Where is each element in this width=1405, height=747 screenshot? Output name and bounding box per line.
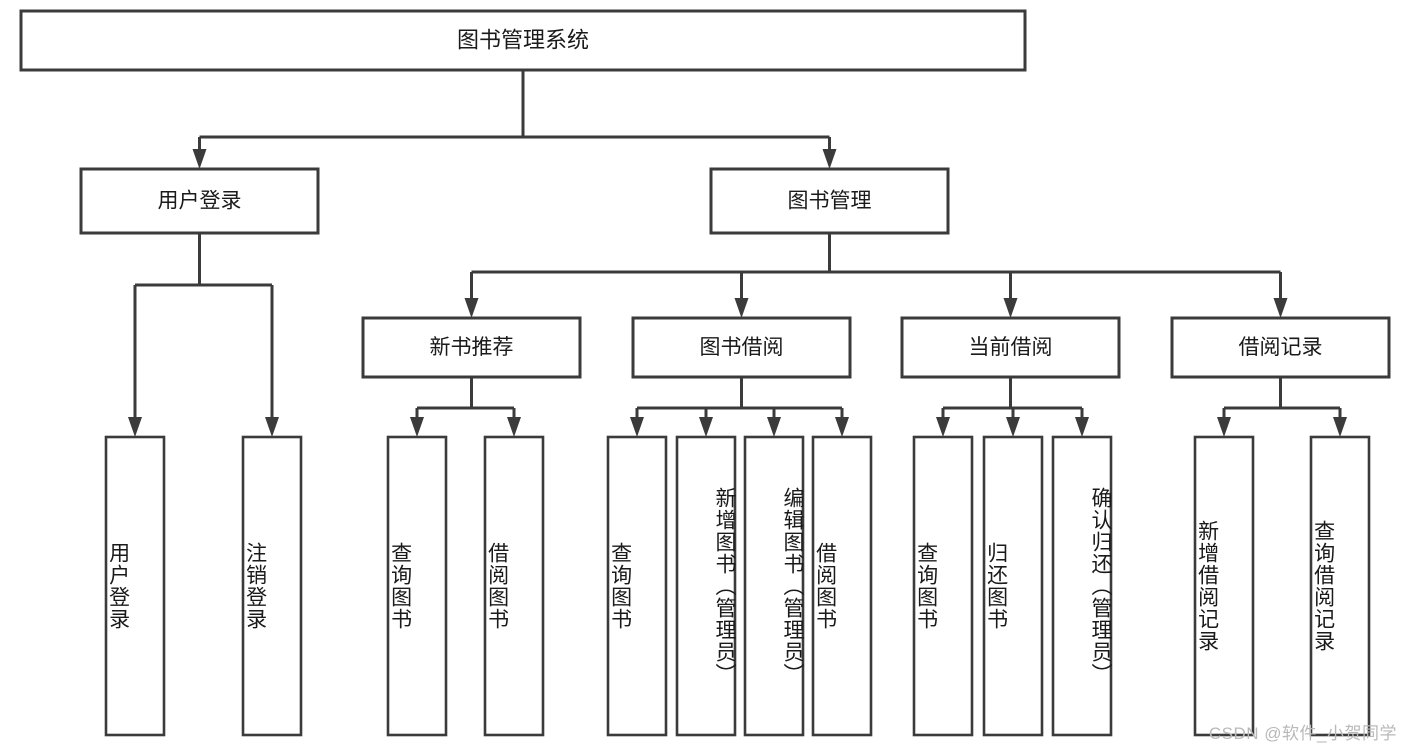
arrow-head-icon (1075, 417, 1089, 437)
node-box-layer (19, 9, 1391, 737)
node-root-图书管理系统[interactable] (19, 9, 1027, 72)
leaf-node-查询借阅记录[interactable] (1309, 435, 1371, 737)
arrow-head-icon (767, 417, 781, 437)
leaf-node-查询图书[interactable] (912, 435, 974, 737)
arrow-head-icon (464, 298, 479, 318)
node-l1-图书管理[interactable] (709, 167, 950, 235)
arrow-head-icon (936, 417, 950, 437)
arrow-head-icon (128, 417, 142, 437)
watermark-text: CSDN @软件_小贺同学 (1208, 724, 1397, 743)
node-l2-借阅记录[interactable] (1170, 316, 1391, 379)
node-l2-label-新书推荐: 新书推荐 (430, 336, 514, 359)
arrow-head-icon (1003, 298, 1018, 318)
node-l2-label-图书借阅: 图书借阅 (700, 336, 784, 359)
leaf-node-新增借阅记录[interactable] (1193, 435, 1255, 737)
arrow-head-icon (507, 417, 521, 437)
leaf-node-注销登录[interactable] (241, 435, 303, 737)
node-l1-用户登录[interactable] (79, 167, 320, 235)
node-l2-当前借阅[interactable] (900, 316, 1121, 379)
node-root-label: 图书管理系统 (457, 27, 589, 52)
leaf-node-归还图书[interactable] (982, 435, 1044, 737)
leaf-node-查询图书[interactable] (606, 435, 668, 737)
arrow-head-icon (630, 417, 644, 437)
arrow-head-icon (1217, 417, 1231, 437)
arrow-head-icon (1273, 298, 1288, 318)
node-l2-图书借阅[interactable] (631, 316, 852, 379)
arrow-head-icon (1006, 417, 1020, 437)
arrow-head-icon (192, 149, 207, 169)
arrow-head-icon (1333, 417, 1347, 437)
arrow-head-icon (265, 417, 279, 437)
leaf-node-编辑图书管理员[interactable] (743, 435, 805, 737)
leaf-node-用户登录[interactable] (104, 435, 166, 737)
leaf-node-确认归还管理员[interactable] (1051, 435, 1113, 737)
leaf-node-查询图书[interactable] (386, 435, 448, 737)
node-l2-label-借阅记录: 借阅记录 (1239, 336, 1323, 359)
node-l2-label-当前借阅: 当前借阅 (969, 336, 1053, 359)
leaf-node-借阅图书[interactable] (483, 435, 545, 737)
leaf-node-借阅图书[interactable] (811, 435, 873, 737)
node-l2-新书推荐[interactable] (361, 316, 582, 379)
arrow-head-icon (835, 417, 849, 437)
connector-layer (128, 70, 1347, 437)
node-l1-label-图书管理: 图书管理 (788, 190, 872, 213)
node-l1-label-用户登录: 用户登录 (158, 190, 242, 213)
leaf-node-新增图书管理员[interactable] (675, 435, 737, 737)
arrow-head-icon (410, 417, 424, 437)
arrow-head-icon (699, 417, 713, 437)
arrow-head-icon (734, 298, 749, 318)
arrow-head-icon (822, 149, 837, 169)
